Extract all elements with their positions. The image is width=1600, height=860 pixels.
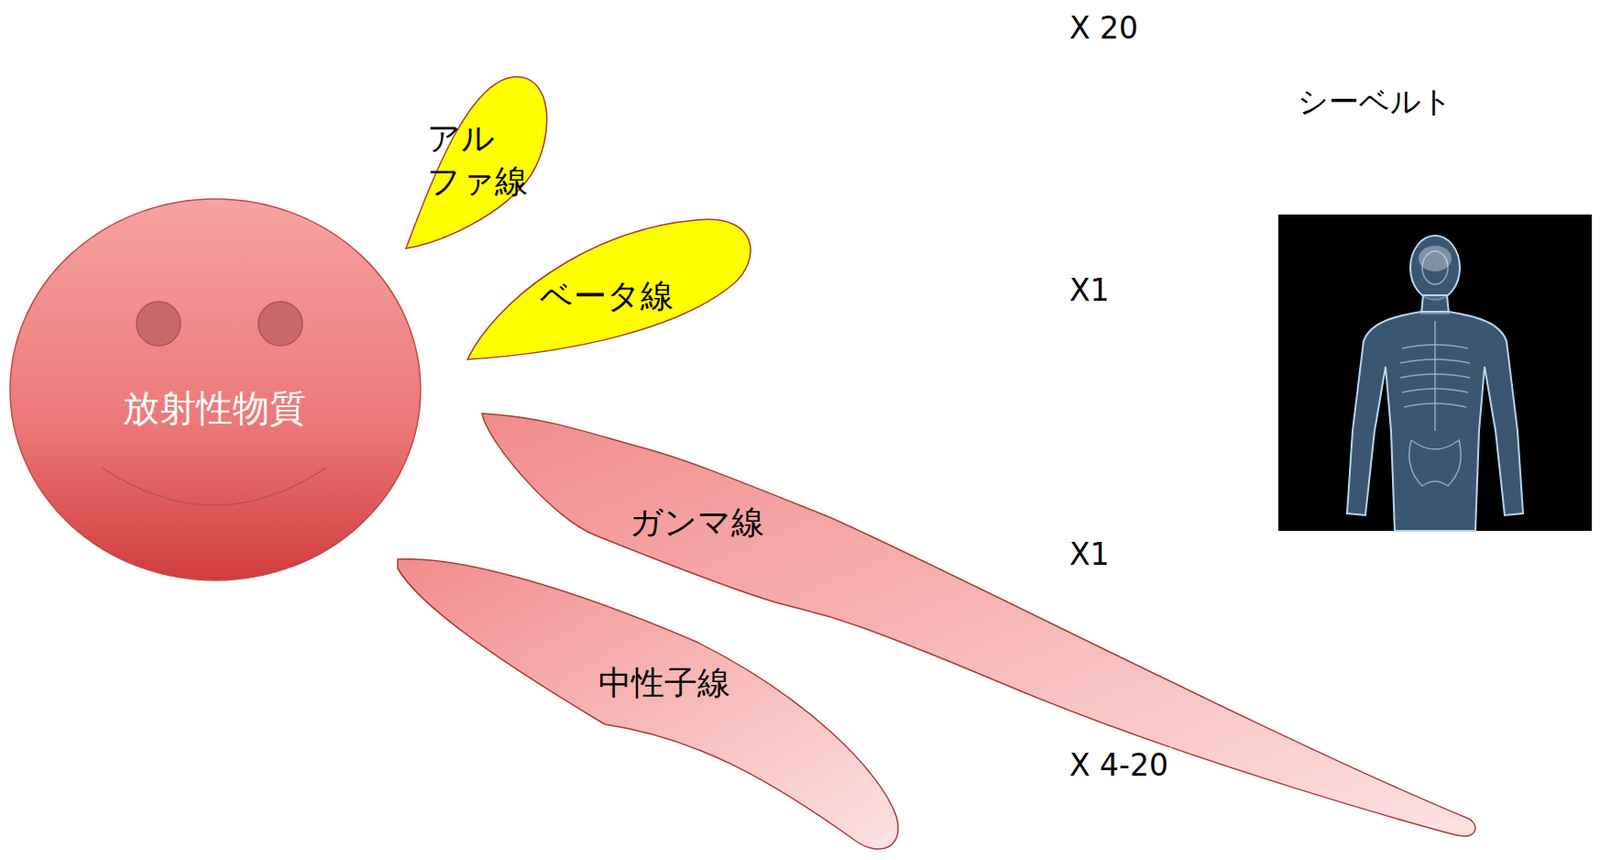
node-label: 中性子線 — [598, 662, 731, 702]
node-label: アル ファ線 — [427, 117, 533, 204]
weighting-factor: X1 — [1069, 272, 1110, 309]
neutron-ray-blob: 中性子線 — [389, 549, 912, 860]
node-shape — [394, 64, 564, 257]
beta-ray-blob: ベータ線 — [458, 206, 766, 367]
node-label: 放射性物質 — [122, 385, 307, 430]
node-label: ベータ線 — [539, 275, 674, 316]
weighting-factor: X 4-20 — [1065, 746, 1173, 784]
node-shape — [389, 549, 912, 860]
unit-label: シーベルト — [1297, 83, 1453, 121]
alpha-ray-blob: アル ファ線 — [394, 64, 564, 257]
weighting-factor: X 20 — [1069, 10, 1139, 47]
radioactive-source-circle: 放射性物質 — [7, 196, 424, 583]
weighting-factor: X1 — [1069, 536, 1110, 573]
node-label: ガンマ線 — [629, 502, 765, 542]
